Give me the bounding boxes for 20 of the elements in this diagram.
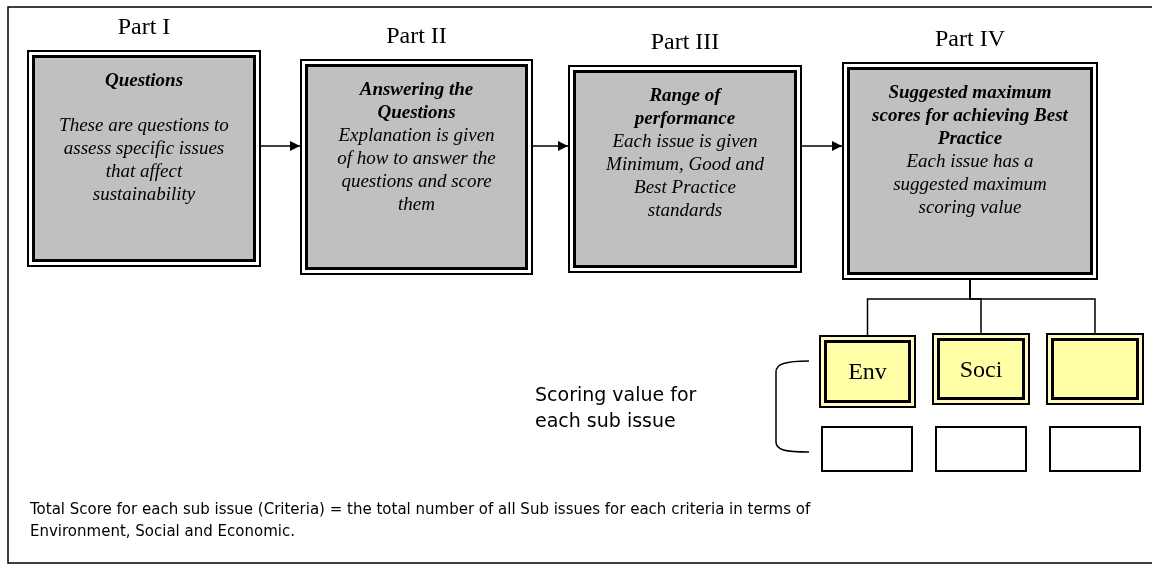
category-label: Env: [848, 358, 887, 385]
box-heading: Range of performance: [632, 83, 737, 129]
arrow: [801, 141, 843, 151]
arrow: [532, 141, 569, 151]
bracket-label: Scoring value for each sub issue: [535, 382, 698, 433]
box-heading: Answering the Questions: [358, 77, 475, 123]
box-description: Explanation is given of how to answer the questions and score them: [336, 123, 497, 215]
box-description: These are questions to assess specific issues that affect sustainability: [58, 113, 230, 205]
connector-line: [969, 279, 1096, 334]
footnote-text: Total Score for each sub issue (Criteria) = the total number of all Sub issues for each criteria in terms of Environment, Social and Economic.: [30, 499, 812, 542]
box-description: Each issue has a suggested maximum scoring value: [892, 149, 1048, 218]
part-heading: Part IV: [934, 24, 1006, 52]
category-label: Soci: [959, 355, 1003, 383]
part-heading: Part II: [385, 21, 448, 49]
box-description: Each issue is given Minimum, Good and Best Practice standards: [605, 129, 765, 221]
box-heading: Suggested maximum scores for achieving Best Practice: [872, 80, 1068, 149]
box-heading: Questions: [103, 68, 185, 91]
part-heading: Part III: [649, 27, 721, 55]
arrow: [260, 141, 301, 151]
part-heading: Part I: [116, 12, 172, 40]
